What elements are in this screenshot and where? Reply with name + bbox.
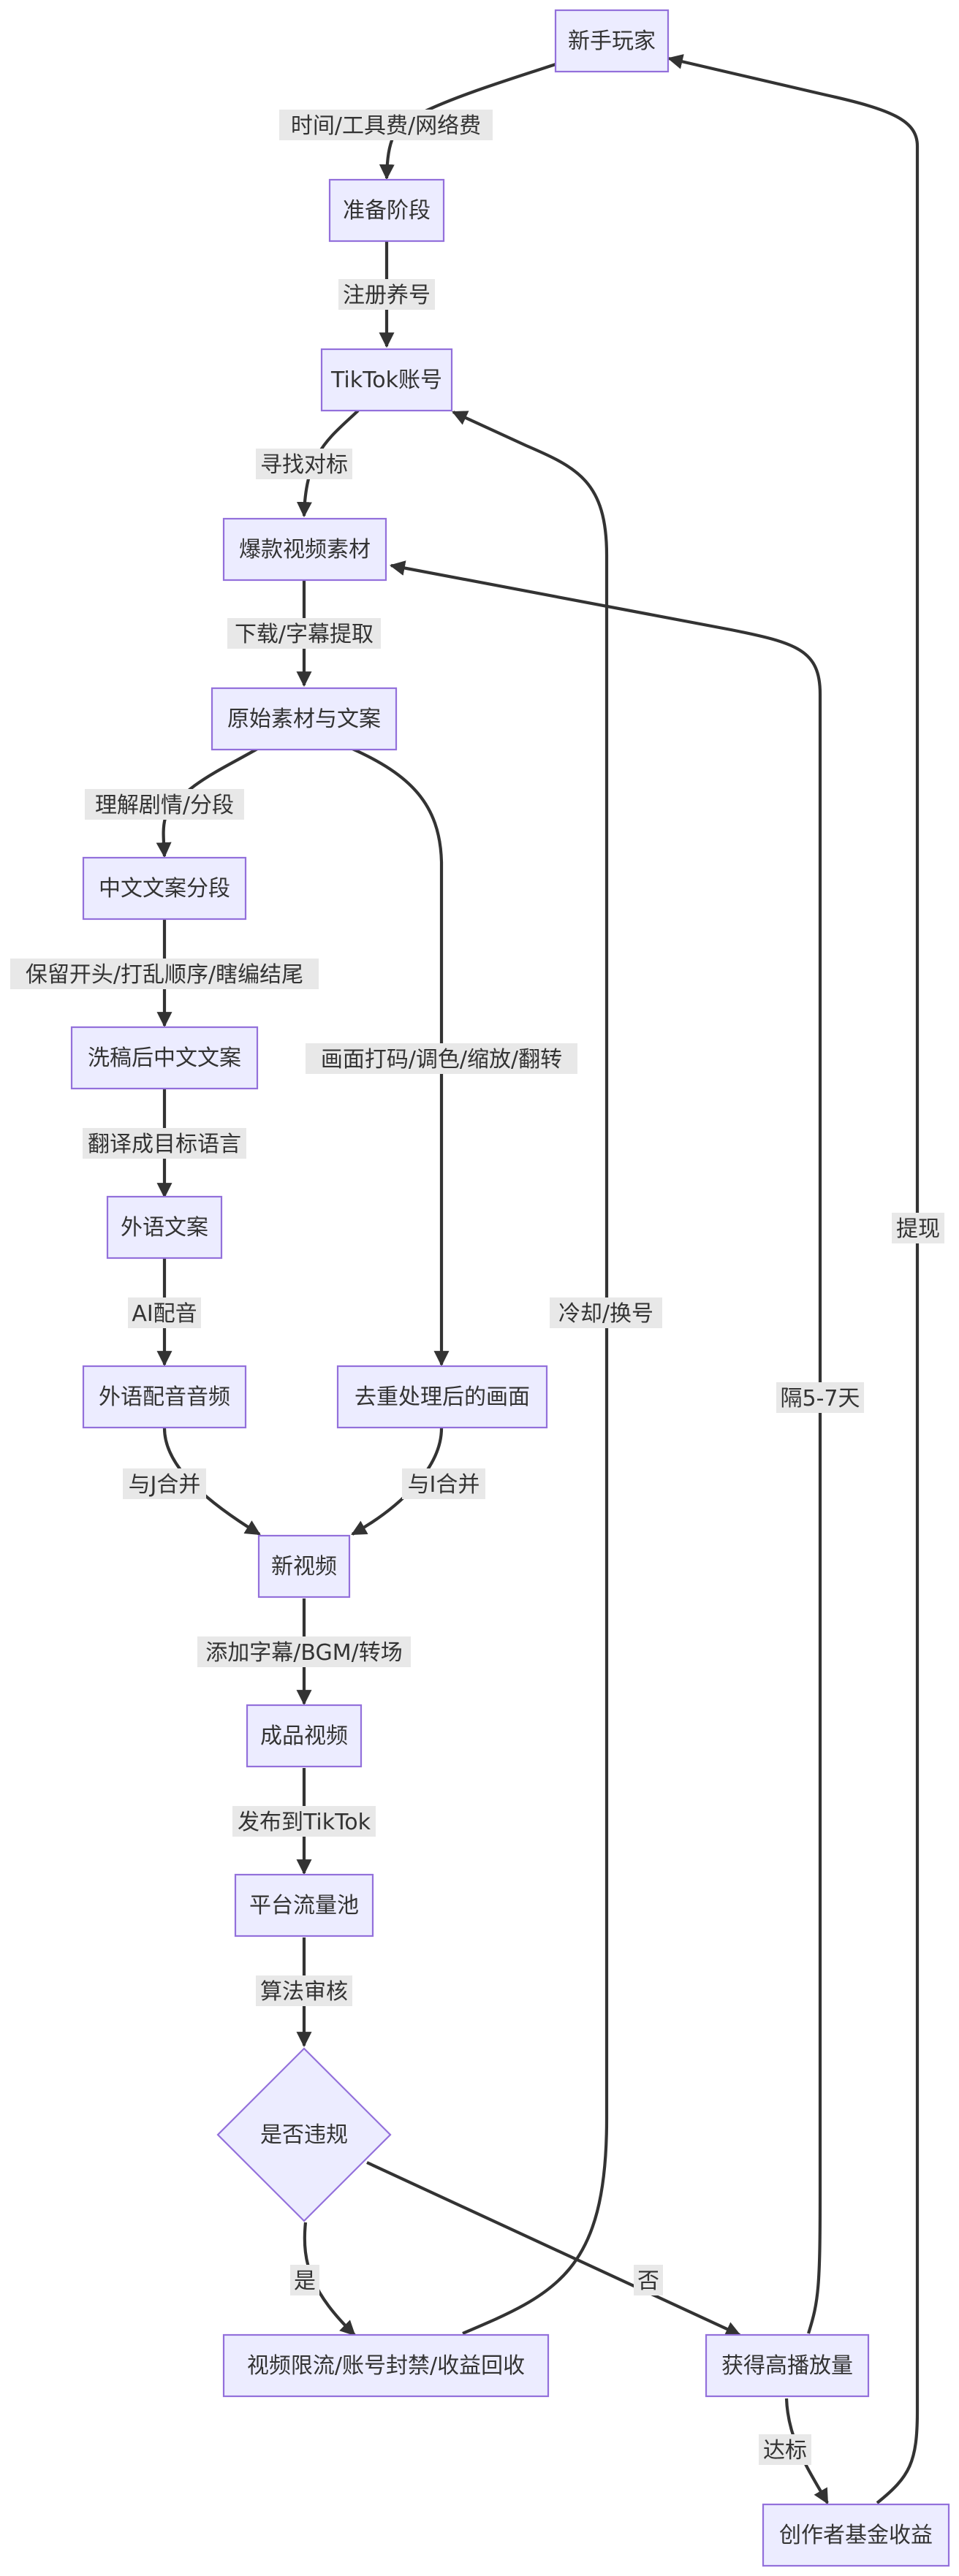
svg-text:成品视频: 成品视频 <box>260 1723 348 1749</box>
edge-check-no <box>366 2161 741 2336</box>
edge-label-newbie-prep: 时间/工具费/网络费 <box>279 110 493 140</box>
node-foreign-text: 外语文案 <box>106 1195 223 1260</box>
edge-label-dedup-new: 与I合并 <box>402 1468 485 1499</box>
svg-text:翻译成目标语言: 翻译成目标语言 <box>88 1132 241 1157</box>
node-cn-seg: 中文文案分段 <box>82 856 247 921</box>
edge-label-high-fund: 达标 <box>759 2434 811 2465</box>
svg-text:保留开头/打乱顺序/瞎编结尾: 保留开头/打乱顺序/瞎编结尾 <box>26 962 303 988</box>
edge-label-final-pool: 发布到TikTok <box>232 1806 376 1837</box>
svg-text:理解剧情/分段: 理解剧情/分段 <box>95 793 234 818</box>
svg-text:获得高播放量: 获得高播放量 <box>721 2353 853 2379</box>
node-final-video: 成品视频 <box>246 1704 363 1768</box>
svg-text:TikTok账号: TikTok账号 <box>330 367 442 393</box>
svg-text:爆款视频素材: 爆款视频素材 <box>239 537 371 563</box>
edge-label-check-no: 否 <box>634 2265 663 2295</box>
svg-text:中文文案分段: 中文文案分段 <box>99 876 230 902</box>
edge-label-limited-account: 冷却/换号 <box>550 1297 662 1328</box>
node-high-views: 获得高播放量 <box>705 2333 870 2398</box>
edge-label-audio-new: 与J合并 <box>123 1468 206 1499</box>
node-pool: 平台流量池 <box>234 1873 374 1937</box>
node-limited: 视频限流/账号封禁/收益回收 <box>222 2333 550 2398</box>
svg-text:算法审核: 算法审核 <box>260 1979 348 2005</box>
node-check-diamond: 是否违规 <box>216 2047 392 2222</box>
svg-text:是: 是 <box>294 2268 316 2294</box>
svg-text:准备阶段: 准备阶段 <box>343 198 431 224</box>
edge-label-cnseg-washed: 保留开头/打乱顺序/瞎编结尾 <box>10 959 319 989</box>
node-raw: 原始素材与文案 <box>211 687 398 751</box>
svg-text:与J合并: 与J合并 <box>129 1472 201 1498</box>
node-cn-washed: 洗稿后中文文案 <box>70 1026 259 1090</box>
svg-text:添加字幕/BGM/转场: 添加字幕/BGM/转场 <box>205 1640 402 1666</box>
node-new-video: 新视频 <box>257 1534 351 1598</box>
edge-label-washed-foreign: 翻译成目标语言 <box>83 1128 246 1159</box>
edge-label-raw-dedup: 画面打码/调色/缩放/翻转 <box>306 1043 577 1074</box>
svg-text:与I合并: 与I合并 <box>408 1472 480 1498</box>
edge-label-fund-newbie: 提现 <box>892 1213 944 1243</box>
node-account: TikTok账号 <box>320 348 453 412</box>
svg-text:原始素材与文案: 原始素材与文案 <box>227 706 381 732</box>
node-dedup-video: 去重处理后的画面 <box>336 1365 548 1429</box>
svg-text:发布到TikTok: 发布到TikTok <box>238 1810 371 1835</box>
svg-text:否: 否 <box>637 2268 659 2294</box>
svg-text:下载/字幕提取: 下载/字幕提取 <box>235 622 374 647</box>
svg-text:去重处理后的画面: 去重处理后的画面 <box>355 1384 530 1410</box>
svg-text:外语文案: 外语文案 <box>121 1215 208 1241</box>
svg-text:视频限流/账号封禁/收益回收: 视频限流/账号封禁/收益回收 <box>247 2353 525 2379</box>
node-prep: 准备阶段 <box>328 178 445 243</box>
node-newbie: 新手玩家 <box>554 9 670 73</box>
svg-text:画面打码/调色/缩放/翻转: 画面打码/调色/缩放/翻转 <box>321 1047 562 1072</box>
edge-label-raw-cnseg: 理解剧情/分段 <box>85 789 244 820</box>
node-foreign-audio: 外语配音音频 <box>82 1365 247 1429</box>
edge-label-account-viral: 寻找对标 <box>256 449 352 479</box>
edge-label-foreign-audio: AI配音 <box>128 1297 201 1328</box>
edge-label-high-viral: 隔5-7天 <box>776 1382 864 1413</box>
node-fund: 创作者基金收益 <box>762 2503 950 2567</box>
svg-text:新手玩家: 新手玩家 <box>568 28 656 54</box>
node-viral: 爆款视频素材 <box>222 517 387 582</box>
svg-text:隔5-7天: 隔5-7天 <box>781 1386 860 1411</box>
svg-text:AI配音: AI配音 <box>132 1301 197 1327</box>
svg-text:提现: 提现 <box>896 1216 940 1242</box>
svg-text:是否违规: 是否违规 <box>260 2122 348 2148</box>
svg-text:冷却/换号: 冷却/换号 <box>558 1301 653 1327</box>
svg-text:平台流量池: 平台流量池 <box>249 1893 359 1918</box>
edge-fund-newbie <box>667 54 920 2504</box>
edge-raw-dedup <box>352 747 450 1367</box>
edge-label-pool-check: 算法审核 <box>256 1975 352 2006</box>
edge-high-viral <box>389 560 822 2334</box>
svg-text:注册养号: 注册养号 <box>343 283 431 308</box>
svg-text:时间/工具费/网络费: 时间/工具费/网络费 <box>291 113 481 139</box>
svg-text:创作者基金收益: 创作者基金收益 <box>779 2523 933 2548</box>
svg-text:外语配音音频: 外语配音音频 <box>99 1384 230 1410</box>
svg-text:达标: 达标 <box>763 2438 807 2463</box>
svg-text:新视频: 新视频 <box>271 1554 337 1579</box>
svg-text:寻找对标: 寻找对标 <box>260 452 348 478</box>
edge-label-check-yes: 是 <box>290 2265 319 2295</box>
edge-label-new-final: 添加字幕/BGM/转场 <box>197 1636 411 1667</box>
edge-limited-account <box>452 411 609 2335</box>
edge-label-prep-account: 注册养号 <box>338 279 435 310</box>
svg-text:洗稿后中文文案: 洗稿后中文文案 <box>88 1045 241 1071</box>
edge-label-viral-raw: 下载/字幕提取 <box>227 618 381 649</box>
